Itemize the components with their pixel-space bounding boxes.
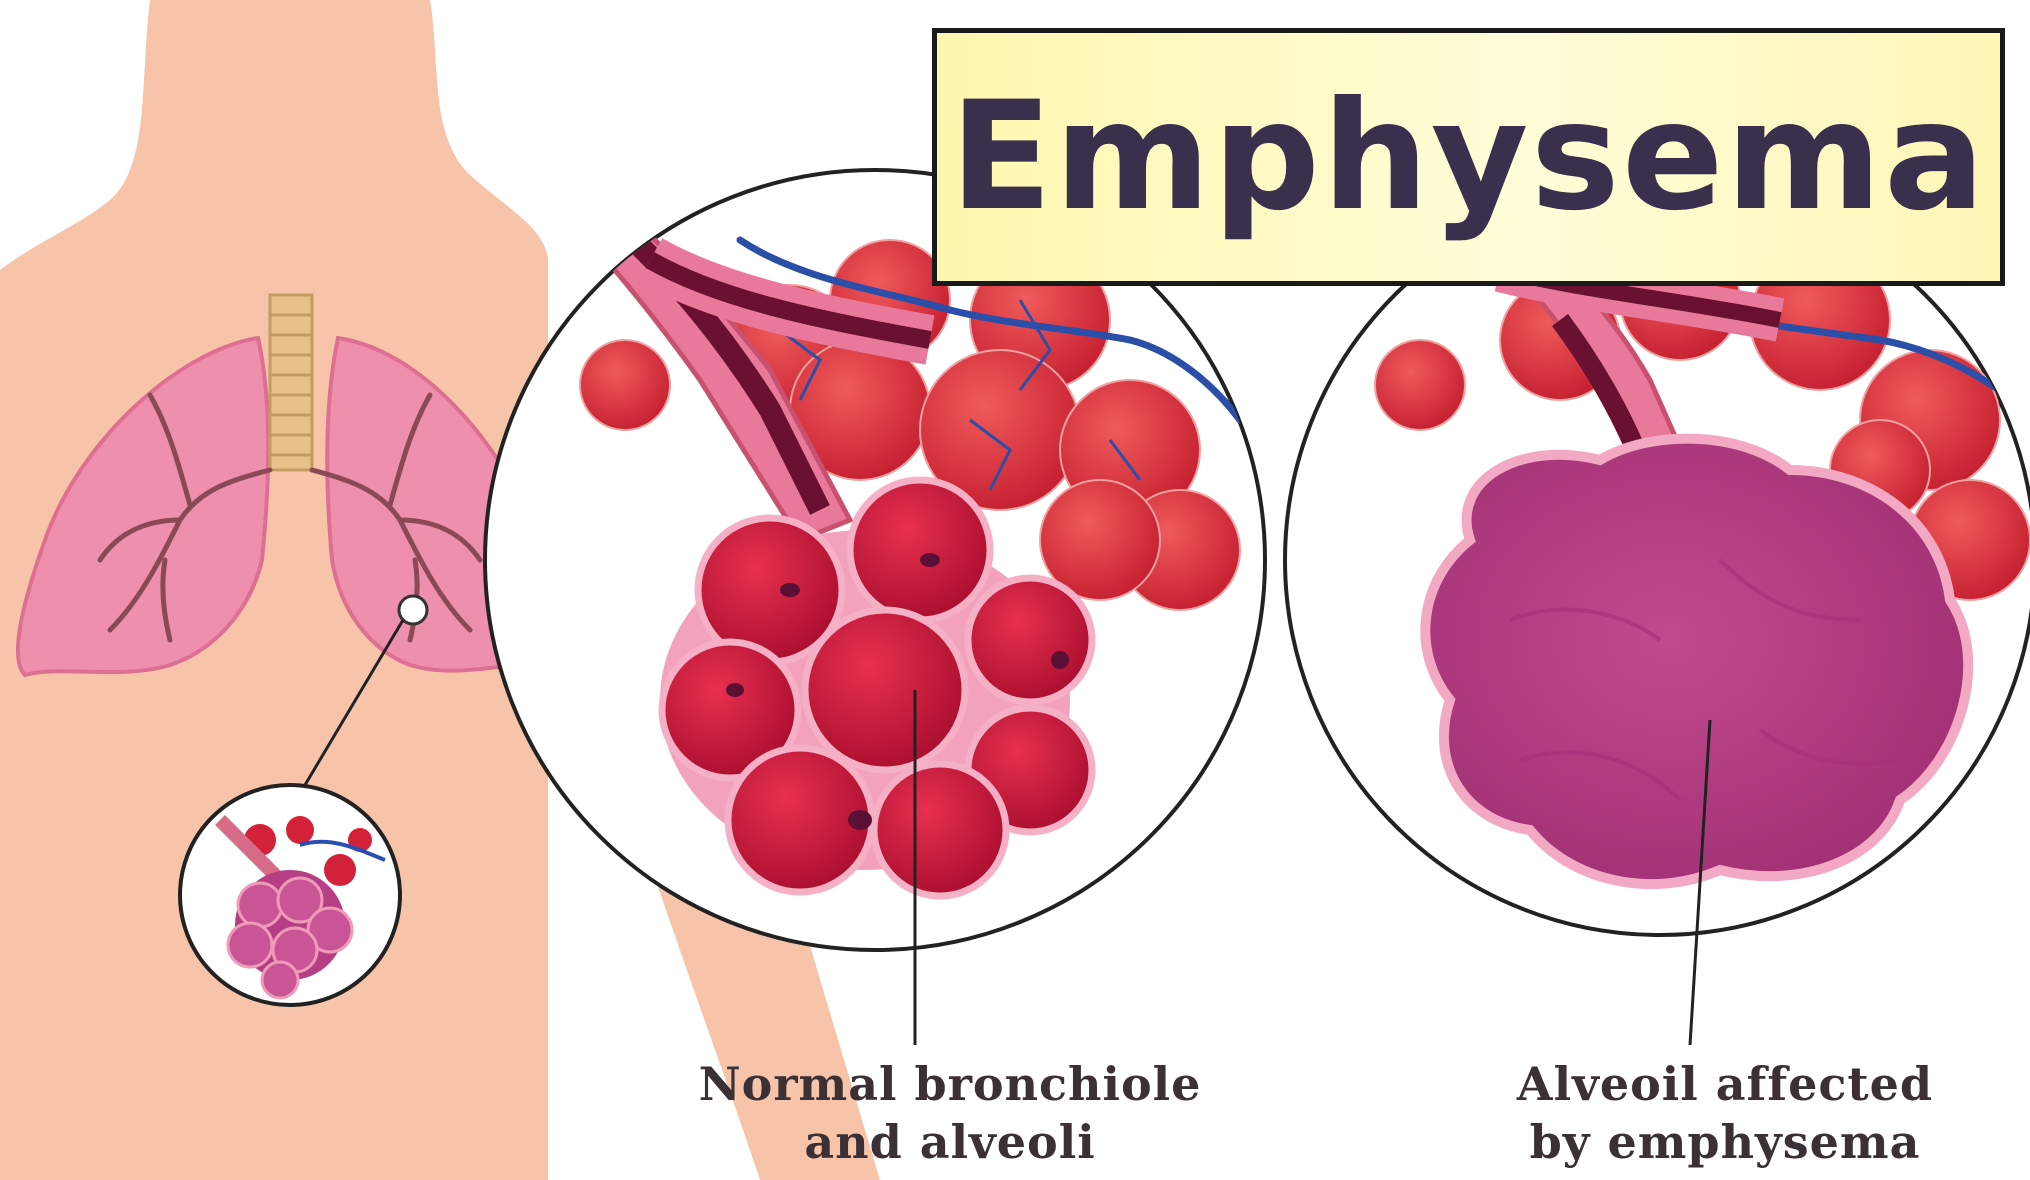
normal-alveoli-circle	[485, 160, 1265, 1045]
affected-alveoli-circle	[1285, 185, 2030, 1045]
small-zoom-circle	[180, 785, 400, 1005]
title-banner: Emphysema	[932, 28, 2005, 286]
normal-alveoli-label: Normal bronchiole and alveoli	[670, 1055, 1230, 1171]
affected-label-line-2: by emphysema	[1455, 1113, 1995, 1171]
normal-label-line-2: and alveoli	[670, 1113, 1230, 1171]
affected-alveoli-label: Alveoil affected by emphysema	[1455, 1055, 1995, 1171]
page-title: Emphysema	[950, 82, 1987, 232]
affected-label-line-1: Alveoil affected	[1455, 1055, 1995, 1113]
normal-label-line-1: Normal bronchiole	[670, 1055, 1230, 1113]
